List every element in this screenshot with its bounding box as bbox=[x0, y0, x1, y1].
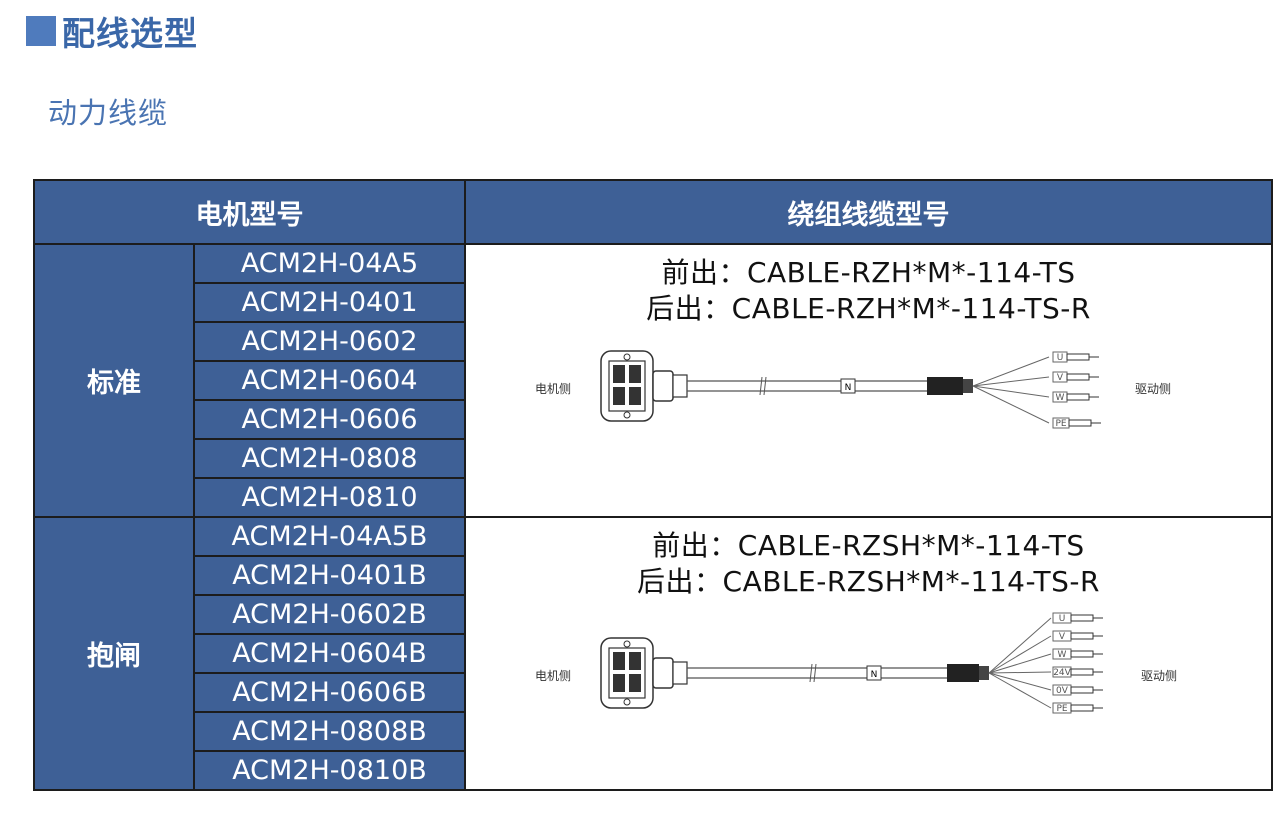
wire-fanout: U V W 24V 0V bbox=[988, 612, 1103, 714]
model-cell: ACM2H-0401 bbox=[193, 282, 466, 323]
pin-label: 0V bbox=[1056, 686, 1069, 696]
model-cell: ACM2H-0602B bbox=[193, 594, 466, 635]
pin-label: 24V bbox=[1053, 668, 1071, 678]
subsection-title: 动力线缆 bbox=[48, 96, 169, 130]
pin-label: PE bbox=[1056, 704, 1067, 714]
section-title-text: 配线选型 bbox=[62, 14, 198, 53]
pin-label: U bbox=[1058, 614, 1065, 624]
title-square-icon bbox=[26, 16, 56, 46]
pin-label: W bbox=[1057, 650, 1066, 660]
cable-cell-brake: 前出：CABLE-RZSH*M*-114-TS 后出：CABLE-RZSH*M*… bbox=[464, 516, 1273, 791]
pin-label: PE bbox=[1055, 419, 1066, 429]
pin-label: W bbox=[1055, 393, 1064, 403]
model-cell: ACM2H-0401B bbox=[193, 555, 466, 596]
model-cell: ACM2H-0810 bbox=[193, 477, 466, 518]
pin-label: U bbox=[1056, 353, 1063, 363]
model-cell: ACM2H-0606B bbox=[193, 672, 466, 713]
model-cell: ACM2H-0808B bbox=[193, 711, 466, 752]
cable-line: N bbox=[686, 376, 973, 396]
model-cell: ACM2H-0602 bbox=[193, 321, 466, 362]
center-mark: N bbox=[844, 383, 851, 393]
cable-rear-text: 后出：CABLE-RZH*M*-114-TS-R bbox=[646, 292, 1091, 325]
cable-front-text: 前出：CABLE-RZSH*M*-114-TS bbox=[652, 529, 1085, 562]
cable-rear-text: 后出：CABLE-RZSH*M*-114-TS-R bbox=[637, 565, 1100, 598]
connector-icon bbox=[599, 350, 688, 422]
cable-cell-standard: 前出：CABLE-RZH*M*-114-TS 后出：CABLE-RZH*M*-1… bbox=[464, 243, 1273, 518]
connector-icon bbox=[599, 637, 688, 709]
cable-front-text: 前出：CABLE-RZH*M*-114-TS bbox=[661, 256, 1076, 289]
model-cell: ACM2H-0606 bbox=[193, 399, 466, 440]
model-cell: ACM2H-0810B bbox=[193, 750, 466, 791]
cable-selection-table: 电机型号 绕组线缆型号 标准 ACM2H-04A5 前出：CABLE-RZH*M… bbox=[33, 179, 1273, 791]
section-title: 配线选型 bbox=[26, 8, 198, 54]
group-label-standard: 标准 bbox=[33, 243, 195, 518]
pin-label: V bbox=[1058, 632, 1065, 642]
cable-line: N bbox=[686, 663, 989, 683]
header-cable-model: 绕组线缆型号 bbox=[464, 179, 1273, 245]
motor-side-label: 电机侧 bbox=[535, 669, 571, 683]
cable-diagram-brake: 电机侧 bbox=[535, 612, 1177, 714]
cable-diagram-standard: 电机侧 bbox=[535, 350, 1171, 429]
motor-side-label: 电机侧 bbox=[535, 382, 571, 396]
model-cell: ACM2H-04A5B bbox=[193, 516, 466, 557]
pin-label: V bbox=[1056, 373, 1063, 383]
drive-side-label: 驱动侧 bbox=[1141, 669, 1177, 683]
drive-side-label: 驱动侧 bbox=[1135, 382, 1171, 396]
model-cell: ACM2H-0604B bbox=[193, 633, 466, 674]
model-cell: ACM2H-0808 bbox=[193, 438, 466, 479]
center-mark: N bbox=[870, 670, 877, 680]
group-label-brake: 抱闸 bbox=[33, 516, 195, 791]
model-cell: ACM2H-0604 bbox=[193, 360, 466, 401]
model-cell: ACM2H-04A5 bbox=[193, 243, 466, 284]
wire-fanout: U V W PE bbox=[972, 351, 1101, 429]
header-motor-model: 电机型号 bbox=[33, 179, 466, 245]
